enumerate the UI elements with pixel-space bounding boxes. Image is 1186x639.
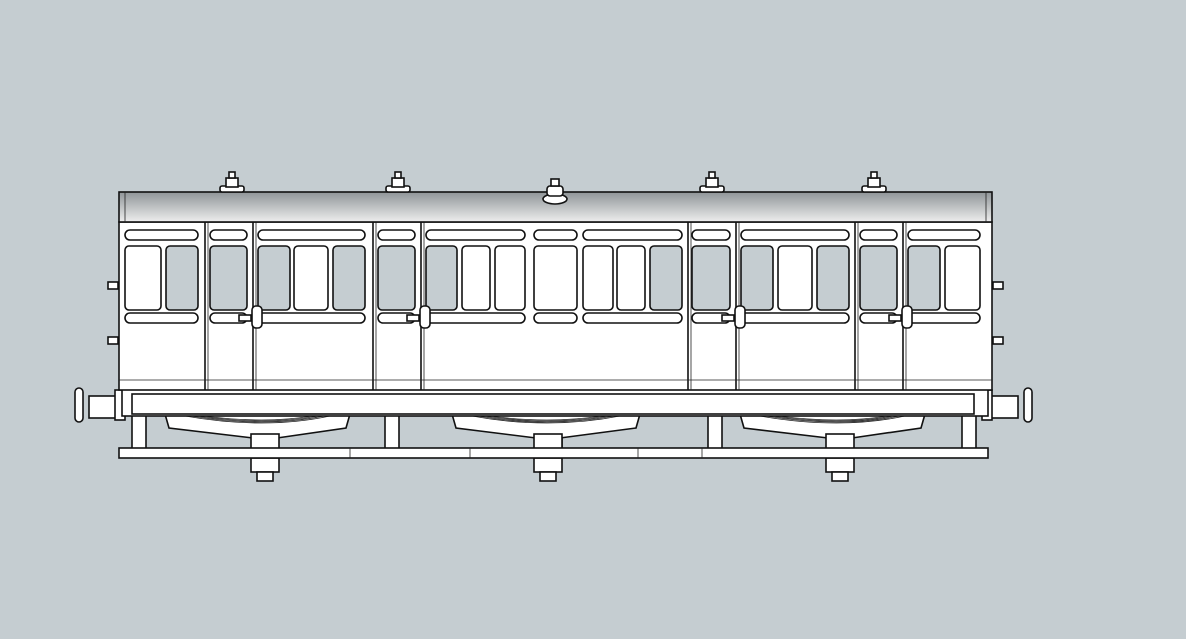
top-light — [124, 229, 199, 241]
axle-guard — [384, 413, 400, 451]
spring-leaf — [196, 415, 319, 422]
lamp-top — [867, 177, 881, 188]
spring-leaf — [771, 415, 894, 422]
window — [461, 245, 491, 311]
window — [740, 245, 774, 311]
solebar — [131, 393, 975, 415]
lamp-iron — [107, 336, 119, 345]
top-light — [859, 229, 898, 241]
lamp-top-cap — [228, 171, 236, 179]
lamp-iron — [992, 281, 1004, 290]
carriage-body — [107, 221, 1004, 391]
window — [377, 245, 416, 311]
roof-vent — [546, 185, 564, 197]
top-light — [425, 229, 526, 241]
spring-leaf — [477, 415, 615, 423]
spring-leaf — [765, 415, 900, 423]
lamp-top — [225, 177, 239, 188]
window — [816, 245, 850, 311]
axle-guard — [707, 413, 723, 451]
lamp-top-cap — [394, 171, 402, 179]
lamp-top — [391, 177, 405, 188]
top-light — [582, 229, 683, 241]
window — [582, 245, 614, 311]
window — [425, 245, 458, 311]
top-light — [907, 229, 981, 241]
lamp-top — [705, 177, 719, 188]
lamp-top-cap — [870, 171, 878, 179]
top-light — [691, 229, 731, 241]
axlebox-lower — [533, 457, 563, 473]
axle-end — [831, 471, 849, 482]
top-light — [257, 229, 366, 241]
axle-end — [256, 471, 274, 482]
lamp-top-cap — [708, 171, 716, 179]
buffer-head — [74, 387, 84, 423]
roof — [118, 171, 993, 223]
footboard — [118, 447, 989, 459]
top-light — [740, 229, 850, 241]
spring-leaf — [759, 415, 906, 424]
top-light — [377, 229, 416, 241]
window — [165, 245, 199, 311]
lamp-iron — [992, 336, 1004, 345]
spring-leaf — [190, 415, 325, 423]
door-latch — [888, 314, 902, 322]
window — [332, 245, 366, 311]
axlebox-lower — [825, 457, 855, 473]
window — [293, 245, 329, 311]
bottom-panel — [533, 312, 578, 324]
window — [649, 245, 683, 311]
bottom-panel — [425, 312, 526, 324]
spring-leaf — [202, 415, 313, 421]
door-handle — [251, 305, 263, 329]
spring-leaf — [489, 415, 603, 421]
axle-guard — [961, 413, 977, 451]
roof-vent-cap — [550, 178, 560, 187]
window — [777, 245, 813, 311]
door-handle — [734, 305, 746, 329]
bottom-panel — [907, 312, 981, 324]
axlebox-lower — [250, 457, 280, 473]
window — [907, 245, 941, 311]
top-light — [209, 229, 248, 241]
door-handle — [901, 305, 913, 329]
door-latch — [238, 314, 252, 322]
spring-leaf — [777, 415, 888, 421]
spring-leaf — [184, 415, 331, 424]
buffer-head — [1023, 387, 1033, 423]
window — [616, 245, 646, 311]
bottom-panel — [124, 312, 199, 324]
bottom-panel — [582, 312, 683, 324]
window — [691, 245, 731, 311]
window — [494, 245, 526, 311]
axle-end — [539, 471, 557, 482]
window — [944, 245, 981, 311]
bottom-panel — [740, 312, 850, 324]
top-light — [533, 229, 578, 241]
window — [859, 245, 898, 311]
window — [533, 245, 578, 311]
door-latch — [721, 314, 735, 322]
axle-guard — [131, 413, 147, 451]
window — [124, 245, 162, 311]
underframe — [74, 387, 1033, 482]
door-handle — [419, 305, 431, 329]
window — [209, 245, 248, 311]
lamp-iron — [107, 281, 119, 290]
spring-leaf — [471, 415, 621, 424]
spring-leaf — [483, 415, 609, 422]
door-latch — [406, 314, 420, 322]
window — [257, 245, 291, 311]
bottom-panel — [257, 312, 366, 324]
